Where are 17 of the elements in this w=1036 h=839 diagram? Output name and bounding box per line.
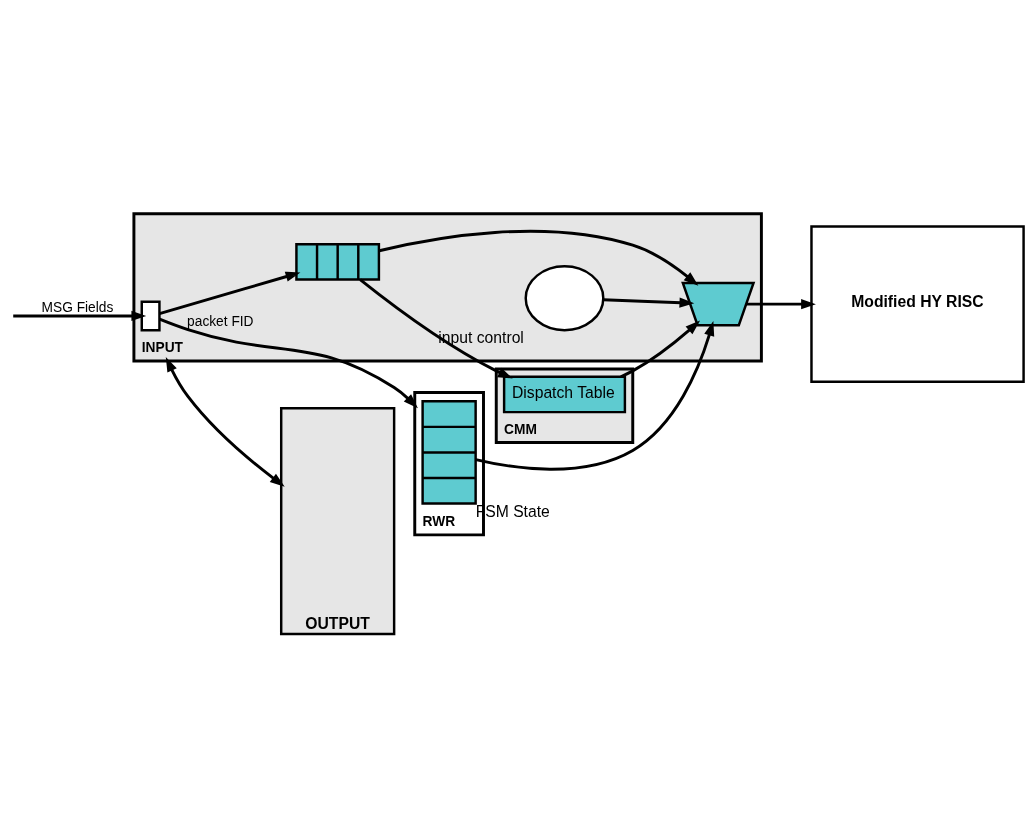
arrow <box>475 320 715 471</box>
edge-label: packet FID <box>187 313 254 329</box>
arrow <box>359 277 513 378</box>
node-box: Modified HY RISC <box>810 224 1025 383</box>
node-box: Dispatch Table <box>502 375 627 413</box>
node-cloud <box>524 264 605 331</box>
node-box: OUTPUT <box>279 406 396 635</box>
edge-label: MSG Fields <box>41 299 114 315</box>
arrow <box>603 297 695 308</box>
arrow <box>620 320 701 378</box>
arrow <box>165 356 285 487</box>
arrow <box>159 271 301 315</box>
arrow <box>159 317 418 408</box>
arrow <box>13 310 147 321</box>
arrow <box>378 229 699 286</box>
arrow <box>746 298 816 309</box>
node-box <box>140 299 161 331</box>
